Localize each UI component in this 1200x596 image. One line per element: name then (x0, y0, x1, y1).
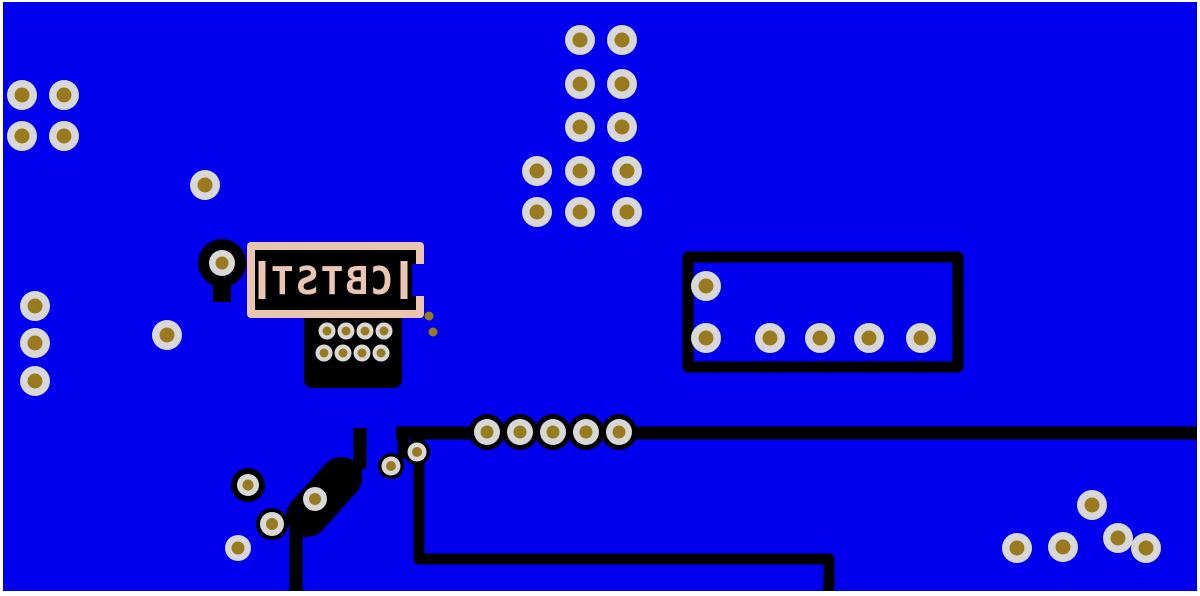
pad (356, 322, 374, 340)
pad (198, 239, 246, 287)
pad (805, 323, 835, 353)
pad (691, 271, 721, 301)
via (424, 311, 434, 321)
pad (1077, 490, 1107, 520)
pad (378, 453, 404, 479)
silkscreen-label: CBTST (269, 259, 393, 303)
pad (612, 197, 642, 227)
pad (20, 328, 50, 358)
pad (20, 366, 50, 396)
pad (315, 344, 333, 362)
pad (1103, 523, 1133, 553)
pad (607, 112, 637, 142)
pad (337, 322, 355, 340)
pad (334, 344, 352, 362)
pad-layer (7, 25, 1161, 563)
pad (1002, 533, 1032, 563)
pad (565, 197, 595, 227)
pad (1048, 532, 1078, 562)
pad (49, 121, 79, 151)
pad (256, 508, 288, 540)
pad (190, 170, 220, 200)
pad (565, 69, 595, 99)
pad (152, 320, 182, 350)
pad (353, 344, 371, 362)
pad (522, 156, 552, 186)
pad (372, 344, 390, 362)
pad (612, 156, 642, 186)
pad (854, 323, 884, 353)
pad (906, 323, 936, 353)
copper-trace (682, 251, 964, 373)
pad (565, 112, 595, 142)
pad (318, 322, 336, 340)
silkscreen-layer: CBTST (247, 242, 430, 318)
pad (535, 414, 571, 450)
pad (1131, 533, 1161, 563)
pad (225, 535, 251, 561)
pad (755, 323, 785, 353)
pad (303, 487, 327, 511)
pad (404, 439, 430, 465)
pad (691, 323, 721, 353)
pad (522, 197, 552, 227)
pad (7, 121, 37, 151)
pad (568, 414, 604, 450)
pad (502, 414, 538, 450)
pad (601, 414, 637, 450)
silkscreen-outline (247, 242, 424, 318)
pad (49, 80, 79, 110)
pad (231, 468, 265, 502)
pad (20, 291, 50, 321)
pad (607, 25, 637, 55)
pad (607, 69, 637, 99)
board-background (3, 2, 1197, 591)
via (428, 327, 438, 337)
pad (565, 25, 595, 55)
silkscreen-outline (412, 264, 430, 296)
pad (565, 156, 595, 186)
pad (375, 322, 393, 340)
pad (469, 414, 505, 450)
copper-trace (413, 436, 835, 591)
pad (7, 80, 37, 110)
